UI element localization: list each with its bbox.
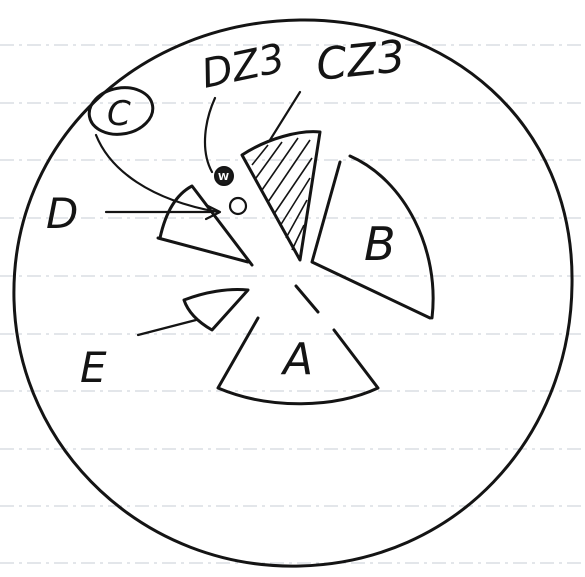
label-cz3: CZ3	[314, 31, 408, 91]
paper-rules	[0, 45, 585, 563]
arrow-from-circled-c	[96, 135, 218, 212]
label-dz3: DZ3	[198, 35, 289, 97]
circled-c: C	[85, 83, 156, 139]
sector-cz3	[242, 132, 320, 260]
label-b: B	[364, 217, 396, 271]
leader-e	[138, 320, 196, 335]
filled-marker-text: W	[218, 172, 229, 183]
leader-dz3	[205, 98, 215, 172]
circled-c-label: C	[107, 94, 131, 134]
open-marker	[230, 198, 246, 214]
label-d: D	[46, 189, 78, 238]
label-a: A	[280, 334, 313, 385]
label-e: E	[80, 343, 107, 392]
sector-e	[184, 289, 248, 330]
